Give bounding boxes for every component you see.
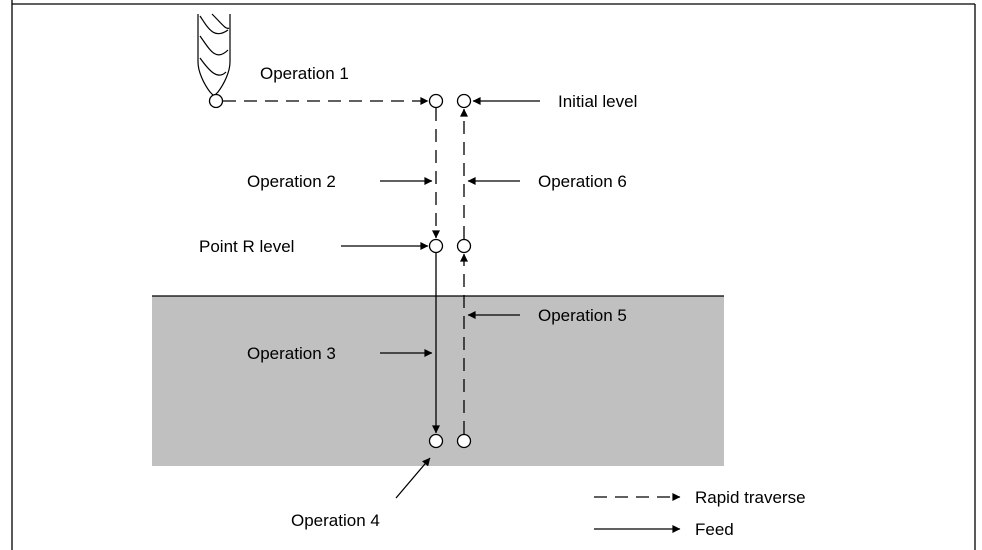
operation-2-label: Operation 2 [247,172,336,191]
bottom-point-circle-icon [428,433,444,449]
legend-feed-label: Feed [695,520,734,539]
return-initial-circle-icon [456,93,472,109]
legend-rapid-traverse-label: Rapid traverse [695,488,806,507]
initial-point-circle-icon [428,93,444,109]
bottom-return-circle-icon [456,433,472,449]
r-point-circle-icon [428,238,444,254]
point-r-level-label: Point R level [199,237,294,256]
tool-start-point-icon [208,93,224,109]
operation-5-label: Operation 5 [538,306,627,325]
operation-3-label: Operation 3 [247,344,336,363]
drill-icon [197,13,231,97]
legend: Rapid traverse Feed [594,488,806,539]
initial-level-label: Initial level [558,92,637,111]
return-r-circle-icon [456,238,472,254]
operation-4-label: Operation 4 [291,511,380,530]
operation-4-pointer [395,457,431,499]
operation-1-label: Operation 1 [260,64,349,83]
operation-6-label: Operation 6 [538,172,627,191]
